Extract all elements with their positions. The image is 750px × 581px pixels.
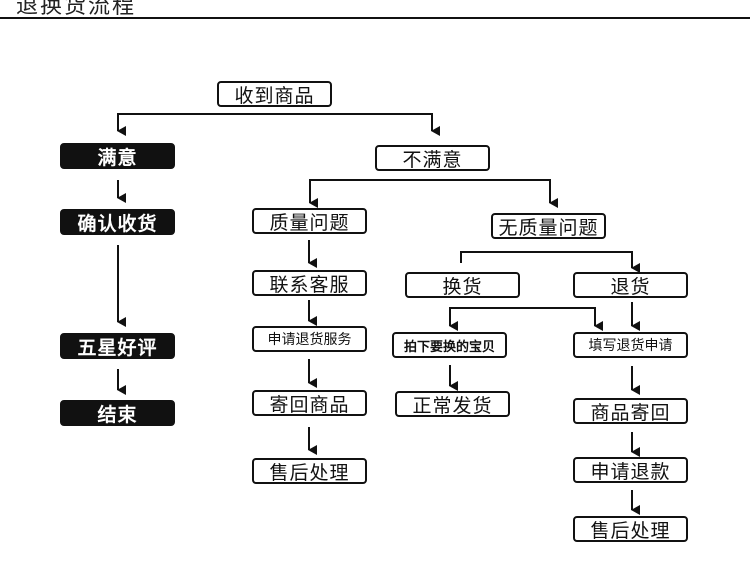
node-end: 结束 xyxy=(60,400,175,426)
node-normal-shipping: 正常发货 xyxy=(395,391,510,417)
connector xyxy=(460,251,640,273)
connector xyxy=(117,113,440,136)
node-unsatisfied: 不满意 xyxy=(375,145,490,171)
node-confirm-receipt: 确认收货 xyxy=(60,209,175,235)
node-no-quality-issue: 无质量问题 xyxy=(491,213,606,239)
node-goods-sent-back: 商品寄回 xyxy=(573,398,688,424)
node-satisfied: 满意 xyxy=(60,143,175,169)
page-title: 退换货流程 xyxy=(16,0,137,19)
node-apply-return-service: 申请退货服务 xyxy=(252,326,367,352)
title-divider xyxy=(0,17,750,19)
node-order-replacement: 拍下要换的宝贝 xyxy=(392,332,507,358)
node-apply-refund: 申请退款 xyxy=(573,457,688,483)
node-after-sales-2: 售后处理 xyxy=(573,516,688,542)
node-five-star: 五星好评 xyxy=(60,333,175,359)
node-exchange: 换货 xyxy=(405,272,520,298)
connector xyxy=(449,307,603,331)
node-send-back: 寄回商品 xyxy=(252,390,367,416)
node-fill-return-request: 填写退货申请 xyxy=(573,332,688,358)
node-after-sales-1: 售后处理 xyxy=(252,458,367,484)
node-return: 退货 xyxy=(573,272,688,298)
node-quality-issue: 质量问题 xyxy=(252,208,367,234)
connector xyxy=(309,179,558,208)
node-received: 收到商品 xyxy=(217,81,332,107)
node-contact-service: 联系客服 xyxy=(252,270,367,296)
